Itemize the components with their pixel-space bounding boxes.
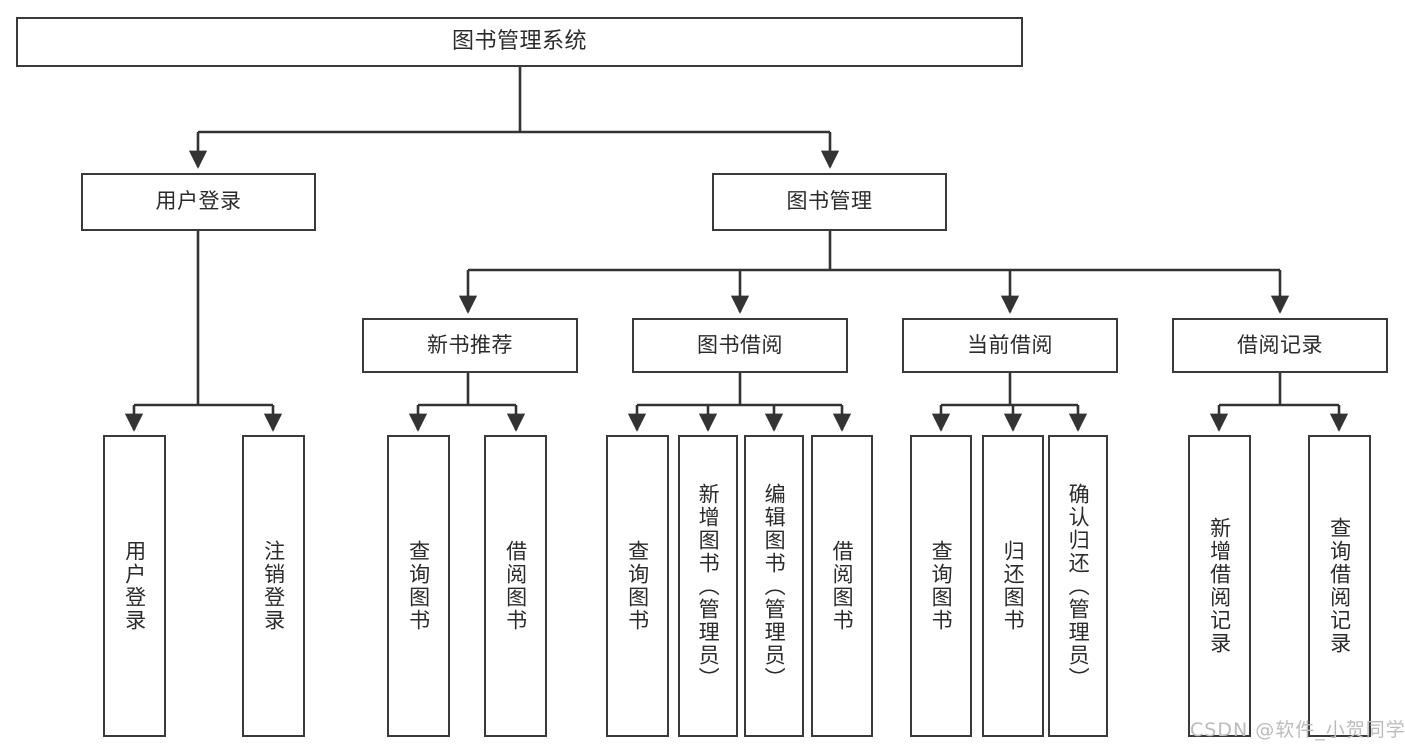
node-leaf-confirm-return[interactable]: 确认归还（管理员） <box>1048 435 1108 737</box>
node-new-book-recommend[interactable]: 新书推荐 <box>362 318 578 373</box>
node-leaf-logout-label: 注销登录 <box>261 540 286 632</box>
node-borrow-record[interactable]: 借阅记录 <box>1172 318 1388 373</box>
node-leaf-query-book-3-label: 查询图书 <box>929 540 954 632</box>
node-leaf-query-book-2-label: 查询图书 <box>625 540 650 632</box>
node-user-login-label: 用户登录 <box>155 189 242 214</box>
node-leaf-edit-book-label: 编辑图书（管理员） <box>762 482 787 690</box>
node-leaf-add-book-label: 新增图书（管理员） <box>696 482 721 690</box>
node-leaf-add-record-label: 新增借阅记录 <box>1207 517 1232 655</box>
node-leaf-query-book-3[interactable]: 查询图书 <box>910 435 972 737</box>
node-leaf-edit-book[interactable]: 编辑图书（管理员） <box>744 435 804 737</box>
node-current-borrow-label: 当前借阅 <box>967 332 1053 357</box>
node-leaf-borrow-book-2[interactable]: 借阅图书 <box>811 435 873 737</box>
node-leaf-query-record-label: 查询借阅记录 <box>1327 517 1352 655</box>
node-book-manage[interactable]: 图书管理 <box>712 173 947 231</box>
node-leaf-user-login[interactable]: 用户登录 <box>103 435 166 737</box>
node-book-borrow-label: 图书借阅 <box>697 332 783 357</box>
node-user-login[interactable]: 用户登录 <box>81 173 316 231</box>
node-book-manage-label: 图书管理 <box>786 189 873 214</box>
node-borrow-record-label: 借阅记录 <box>1237 332 1323 357</box>
node-leaf-add-book[interactable]: 新增图书（管理员） <box>678 435 738 737</box>
node-root[interactable]: 图书管理系统 <box>16 17 1023 67</box>
node-leaf-user-login-label: 用户登录 <box>122 540 147 632</box>
node-new-book-recommend-label: 新书推荐 <box>427 332 513 357</box>
node-book-borrow[interactable]: 图书借阅 <box>632 318 848 373</box>
node-root-label: 图书管理系统 <box>451 28 587 54</box>
node-leaf-return-book-label: 归还图书 <box>1001 540 1026 632</box>
node-leaf-logout[interactable]: 注销登录 <box>242 435 305 737</box>
node-leaf-query-book-1-label: 查询图书 <box>406 540 431 632</box>
node-leaf-query-record[interactable]: 查询借阅记录 <box>1308 435 1371 737</box>
node-leaf-borrow-book-2-label: 借阅图书 <box>830 540 855 632</box>
node-leaf-return-book[interactable]: 归还图书 <box>982 435 1044 737</box>
node-leaf-query-book-2[interactable]: 查询图书 <box>606 435 669 737</box>
csdn-watermark: CSDN @软件_小贺同学 <box>1190 719 1405 741</box>
node-leaf-borrow-book-1-label: 借阅图书 <box>503 540 528 632</box>
node-current-borrow[interactable]: 当前借阅 <box>902 318 1118 373</box>
node-leaf-confirm-return-label: 确认归还（管理员） <box>1066 482 1091 690</box>
node-leaf-add-record[interactable]: 新增借阅记录 <box>1188 435 1251 737</box>
node-leaf-borrow-book-1[interactable]: 借阅图书 <box>484 435 547 737</box>
node-leaf-query-book-1[interactable]: 查询图书 <box>387 435 450 737</box>
